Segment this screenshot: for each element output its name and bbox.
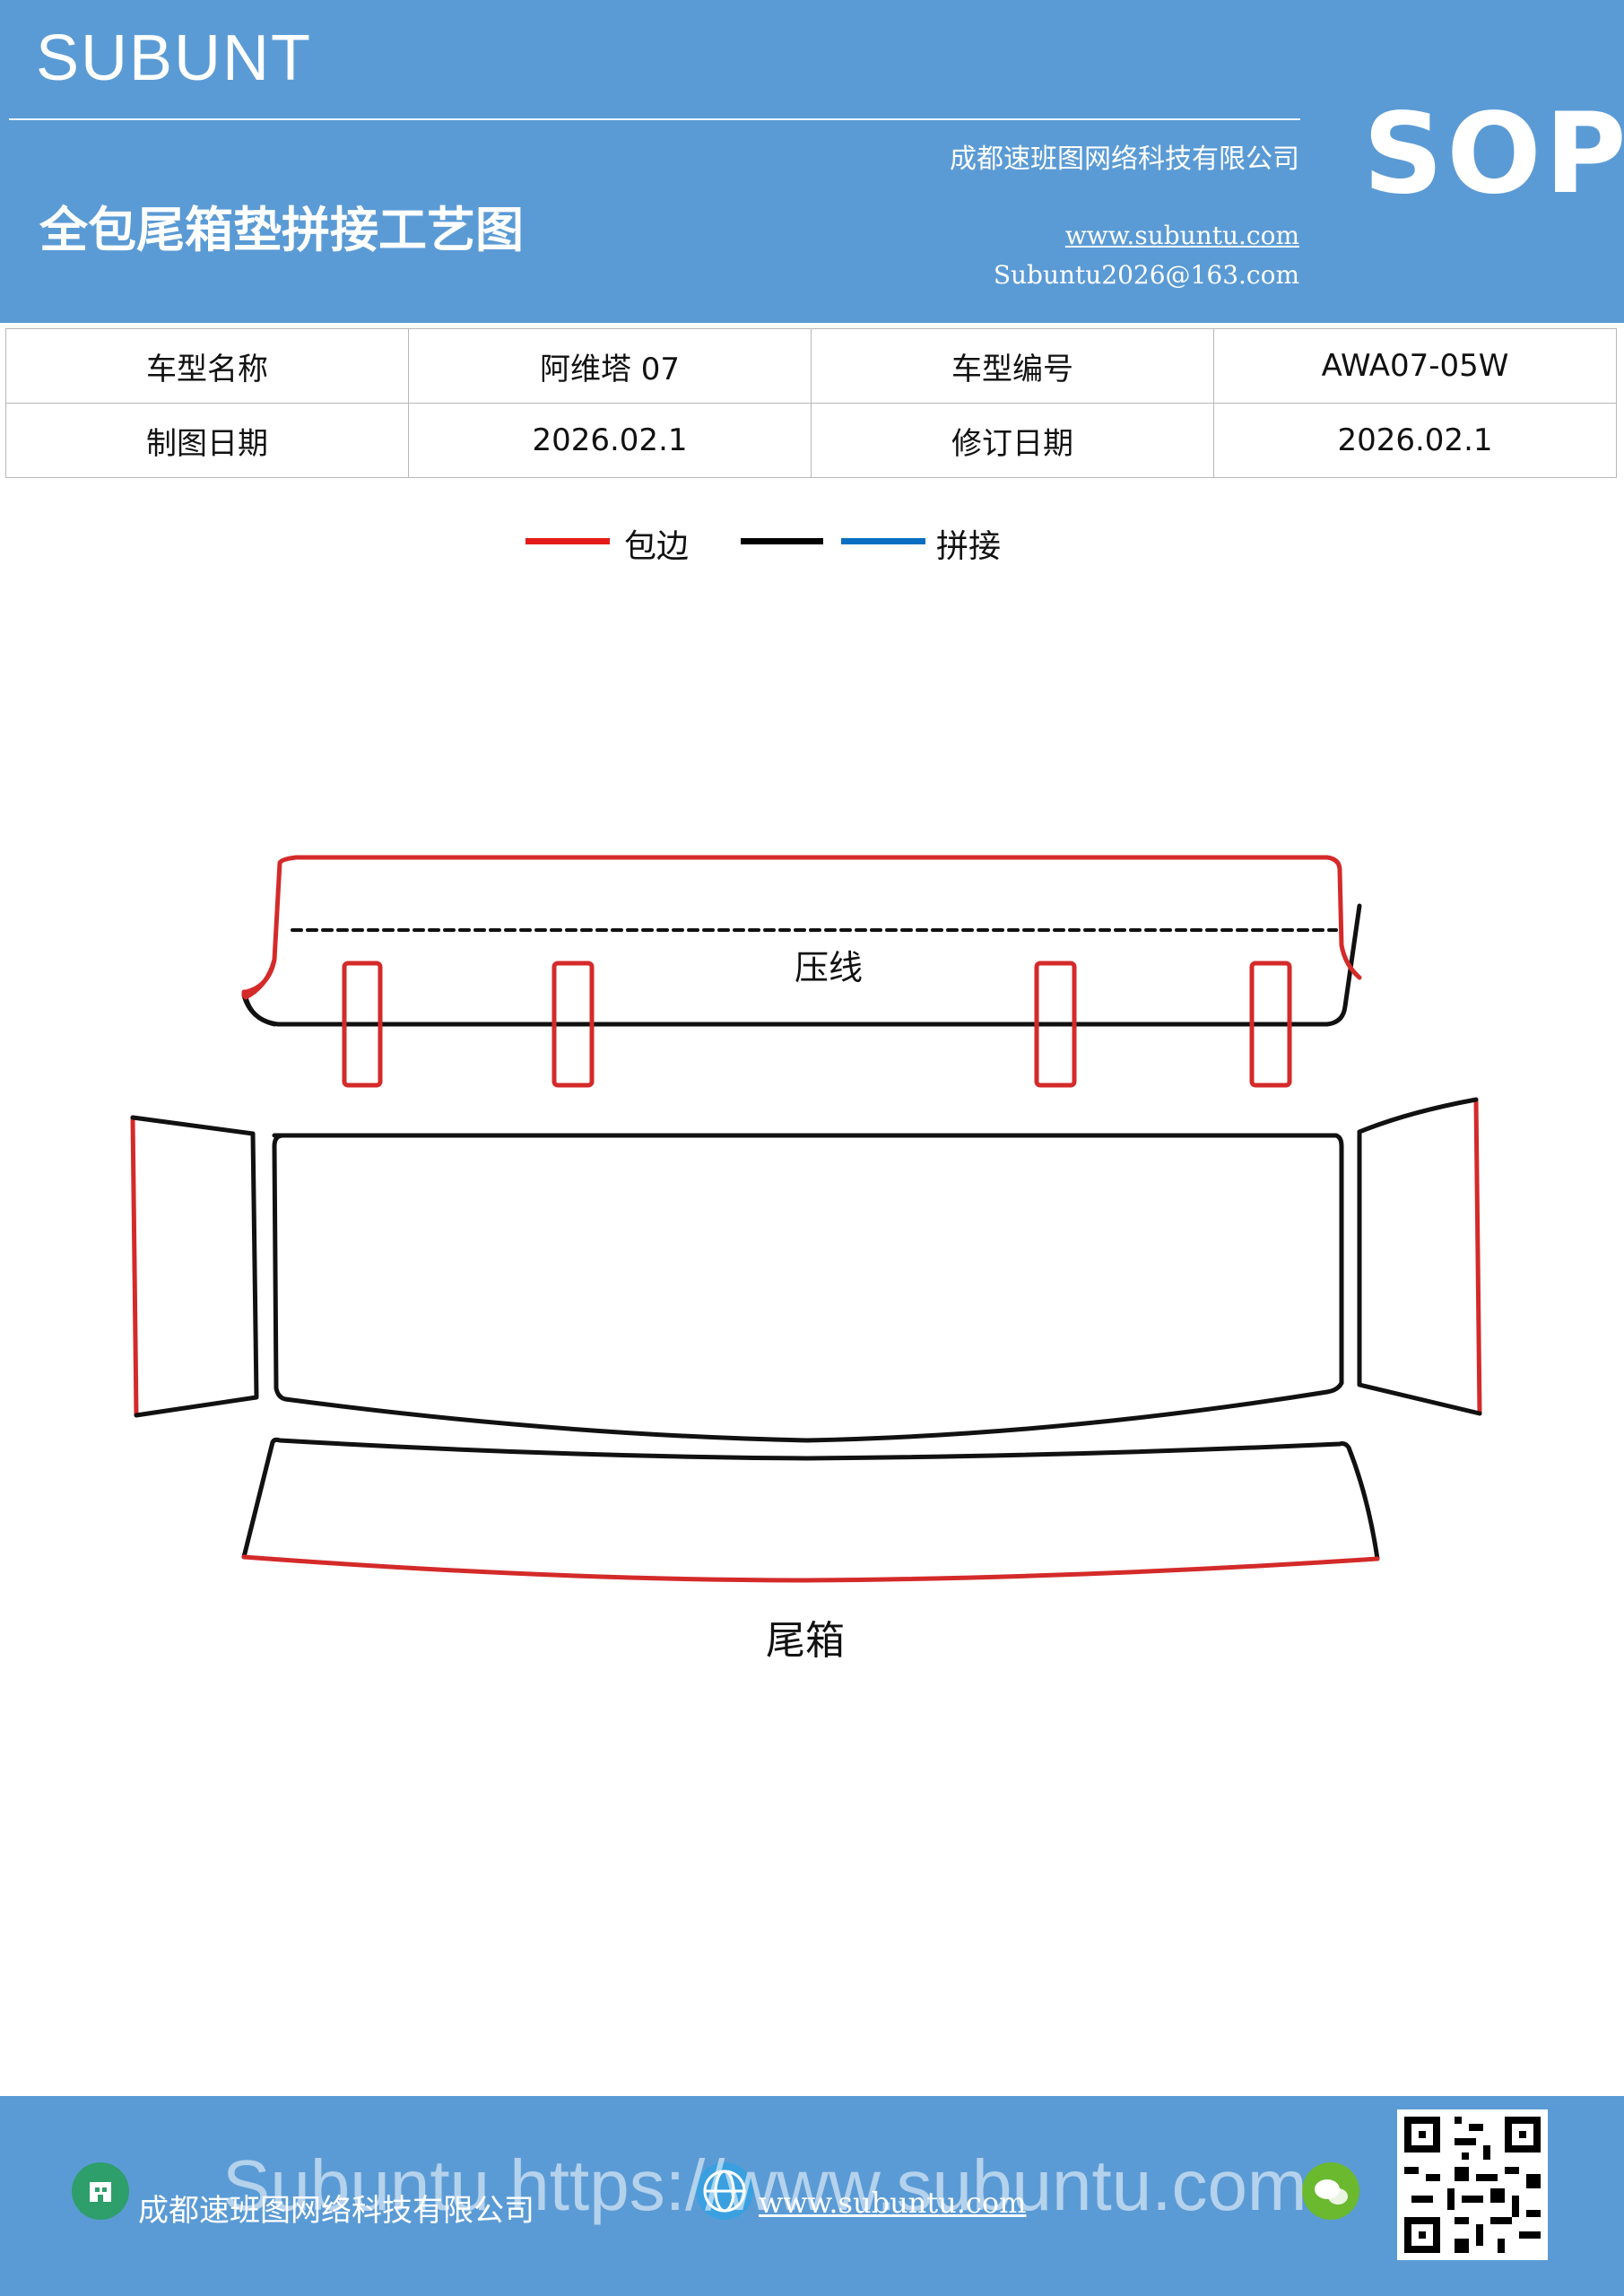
table-cell: 修订日期 — [811, 403, 1214, 478]
right-panel-seam — [1357, 1097, 1482, 1416]
left-panel-seam — [130, 1115, 259, 1418]
top-panel-left-side — [243, 995, 277, 1027]
slot-2 — [551, 961, 595, 1088]
bottom-panel-seam — [241, 1437, 1380, 1561]
footer-website-link[interactable]: www.subuntu.com — [759, 2186, 1027, 2220]
vehicle-info-table: 车型名称 阿维塔 07 车型编号 AWA07-05W 制图日期 2026.02.… — [5, 328, 1617, 478]
table-cell: 2026.02.1 — [408, 403, 812, 478]
email-address: Subuntu2026@163.com — [993, 260, 1299, 290]
table-row: 车型名称 阿维塔 07 车型编号 AWA07-05W — [5, 328, 1617, 404]
trunk-mat-diagram: 压线 尾箱 — [130, 855, 1482, 1664]
slot-3 — [1034, 961, 1077, 1088]
table-cell: 车型名称 — [5, 328, 409, 404]
footer-company-name: 成都速班图网络科技有限公司 — [138, 2193, 534, 2229]
slot-1 — [342, 961, 383, 1088]
footer-banner: 成都速班图网络科技有限公司 www.subuntu.com Subuntu ht… — [0, 2096, 1624, 2296]
trunk-label: 尾箱 — [766, 1618, 845, 1664]
sop-badge: SOP — [1363, 90, 1624, 219]
legend: 包边 拼接 — [0, 520, 1624, 574]
table-cell: 车型编号 — [811, 328, 1214, 404]
brand-name: SUBUNT — [36, 22, 313, 94]
table-cell: 阿维塔 07 — [408, 328, 812, 404]
header-banner: SUBUNT 全包尾箱垫拼接工艺图 成都速班图网络科技有限公司 www.subu… — [0, 0, 1624, 323]
qr-code — [1397, 2109, 1548, 2260]
legend-black-line — [741, 538, 823, 544]
wechat-icon — [1302, 2162, 1359, 2220]
center-panel — [272, 1133, 1344, 1443]
page-title: 全包尾箱垫拼接工艺图 — [39, 202, 524, 258]
legend-edge-label: 包边 — [624, 528, 690, 565]
table-cell: AWA07-05W — [1213, 328, 1617, 404]
right-panel-edge — [1473, 1097, 1482, 1416]
bottom-panel-edge — [241, 1554, 1380, 1583]
footer-watermark: Subuntu https://www.subuntu.com — [222, 2145, 1307, 2225]
top-panel-left-lip — [243, 957, 277, 1000]
legend-edge-line — [525, 538, 610, 544]
table-cell: 制图日期 — [5, 403, 409, 478]
legend-seam-label: 拼接 — [936, 528, 1002, 565]
legend-seam-line — [841, 538, 925, 544]
website-link[interactable]: www.subuntu.com — [1064, 221, 1299, 250]
left-panel-edge — [130, 1115, 139, 1418]
crease-label: 压线 — [795, 948, 863, 987]
header-divider — [9, 118, 1300, 120]
building-icon — [72, 2162, 129, 2220]
table-cell: 2026.02.1 — [1213, 403, 1617, 478]
globe-icon — [696, 2162, 753, 2220]
company-name: 成都速班图网络科技有限公司 — [950, 144, 1299, 175]
slot-4 — [1249, 961, 1292, 1088]
table-row: 制图日期 2026.02.1 修订日期 2026.02.1 — [5, 403, 1617, 478]
